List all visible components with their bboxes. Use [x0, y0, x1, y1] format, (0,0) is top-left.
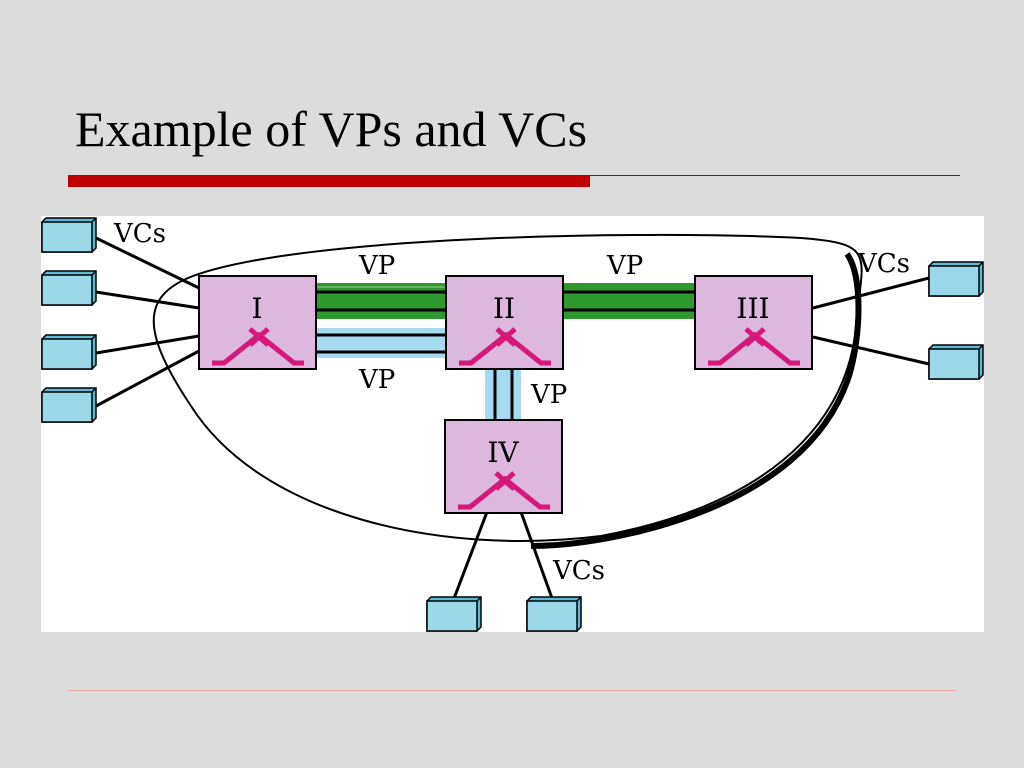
terminal-left-1 — [41, 217, 97, 253]
title-rule-line — [590, 175, 960, 176]
terminal-left-3 — [41, 334, 97, 370]
vp-green-i-ii — [316, 283, 446, 319]
terminal-bottom-2 — [526, 596, 582, 632]
vp-vc-diagram: I II III IV VCs VCs VCs VP VP VP VP — [41, 216, 984, 632]
network-boundary — [152, 233, 863, 549]
footer-rule-line — [68, 690, 956, 691]
terminal-right-2 — [928, 344, 984, 380]
switch-iv-label: IV — [487, 436, 519, 469]
vcs-label-right: VCs — [857, 249, 910, 279]
vp-blue-ii-iv — [485, 368, 521, 420]
vcs-label-left: VCs — [113, 219, 166, 249]
vc-lines — [95, 236, 930, 602]
vcs-label-bottom: VCs — [552, 556, 605, 586]
switch-ii: II — [445, 275, 564, 370]
terminal-right-1 — [928, 261, 984, 297]
vp-green-ii-iii — [563, 283, 695, 319]
vp-label-i-ii-green: VP — [358, 251, 395, 281]
switch-iii-label: III — [736, 292, 769, 325]
switch-iii: III — [694, 275, 813, 370]
switch-iv: IV — [444, 419, 563, 514]
vp-label-ii-iv-blue: VP — [530, 380, 567, 410]
vp-label-ii-iii-green: VP — [606, 251, 643, 281]
vp-label-i-ii-blue: VP — [358, 365, 395, 395]
terminal-bottom-1 — [426, 596, 482, 632]
switch-i: I — [198, 275, 317, 370]
terminal-left-4 — [41, 387, 97, 423]
switch-i-label: I — [251, 292, 262, 325]
switch-ii-label: II — [493, 292, 515, 325]
terminal-left-2 — [41, 270, 97, 306]
slide-title: Example of VPs and VCs — [75, 101, 588, 157]
title-accent-bar — [68, 175, 590, 187]
vp-blue-i-ii — [316, 328, 446, 358]
